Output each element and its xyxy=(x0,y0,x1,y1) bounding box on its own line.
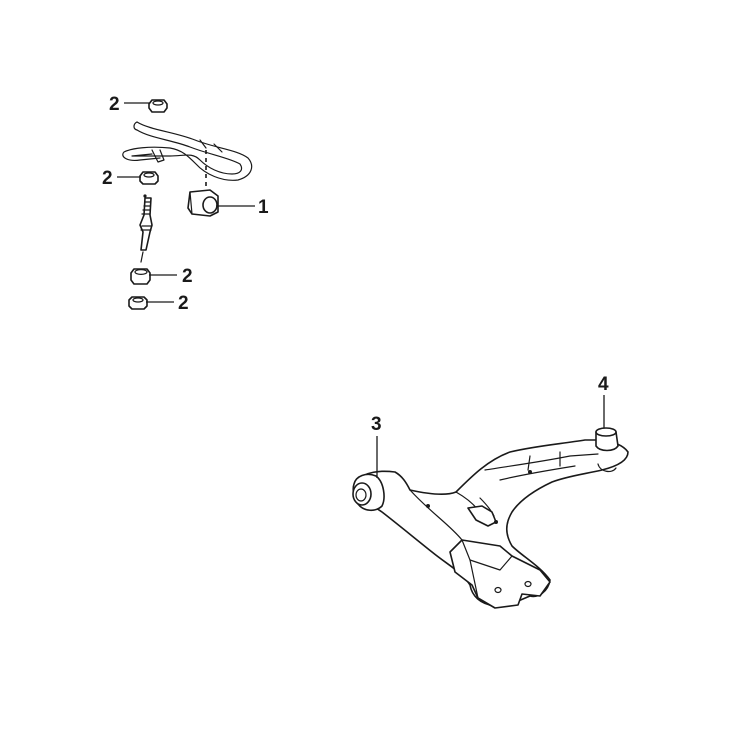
nut-fourth xyxy=(128,296,148,310)
callout-2-top: 2 xyxy=(109,94,120,115)
front-bushing xyxy=(352,473,385,512)
callout-3: 3 xyxy=(371,414,382,435)
nut-second xyxy=(139,171,159,185)
nut-third xyxy=(130,268,151,285)
nut-top xyxy=(148,99,168,113)
callout-1: 1 xyxy=(258,197,269,218)
stabilizer-bushing xyxy=(187,189,219,217)
stabilizer-link xyxy=(139,194,153,263)
stabilizer-bar xyxy=(122,121,253,181)
callout-4: 4 xyxy=(598,374,609,395)
callout-2-second: 2 xyxy=(102,168,113,189)
callout-2-fourth: 2 xyxy=(178,293,189,314)
callout-2-third: 2 xyxy=(182,266,193,287)
stabilizer-bar-assembly xyxy=(122,99,253,310)
lower-control-arm xyxy=(357,439,629,609)
ball-joint xyxy=(595,427,619,473)
